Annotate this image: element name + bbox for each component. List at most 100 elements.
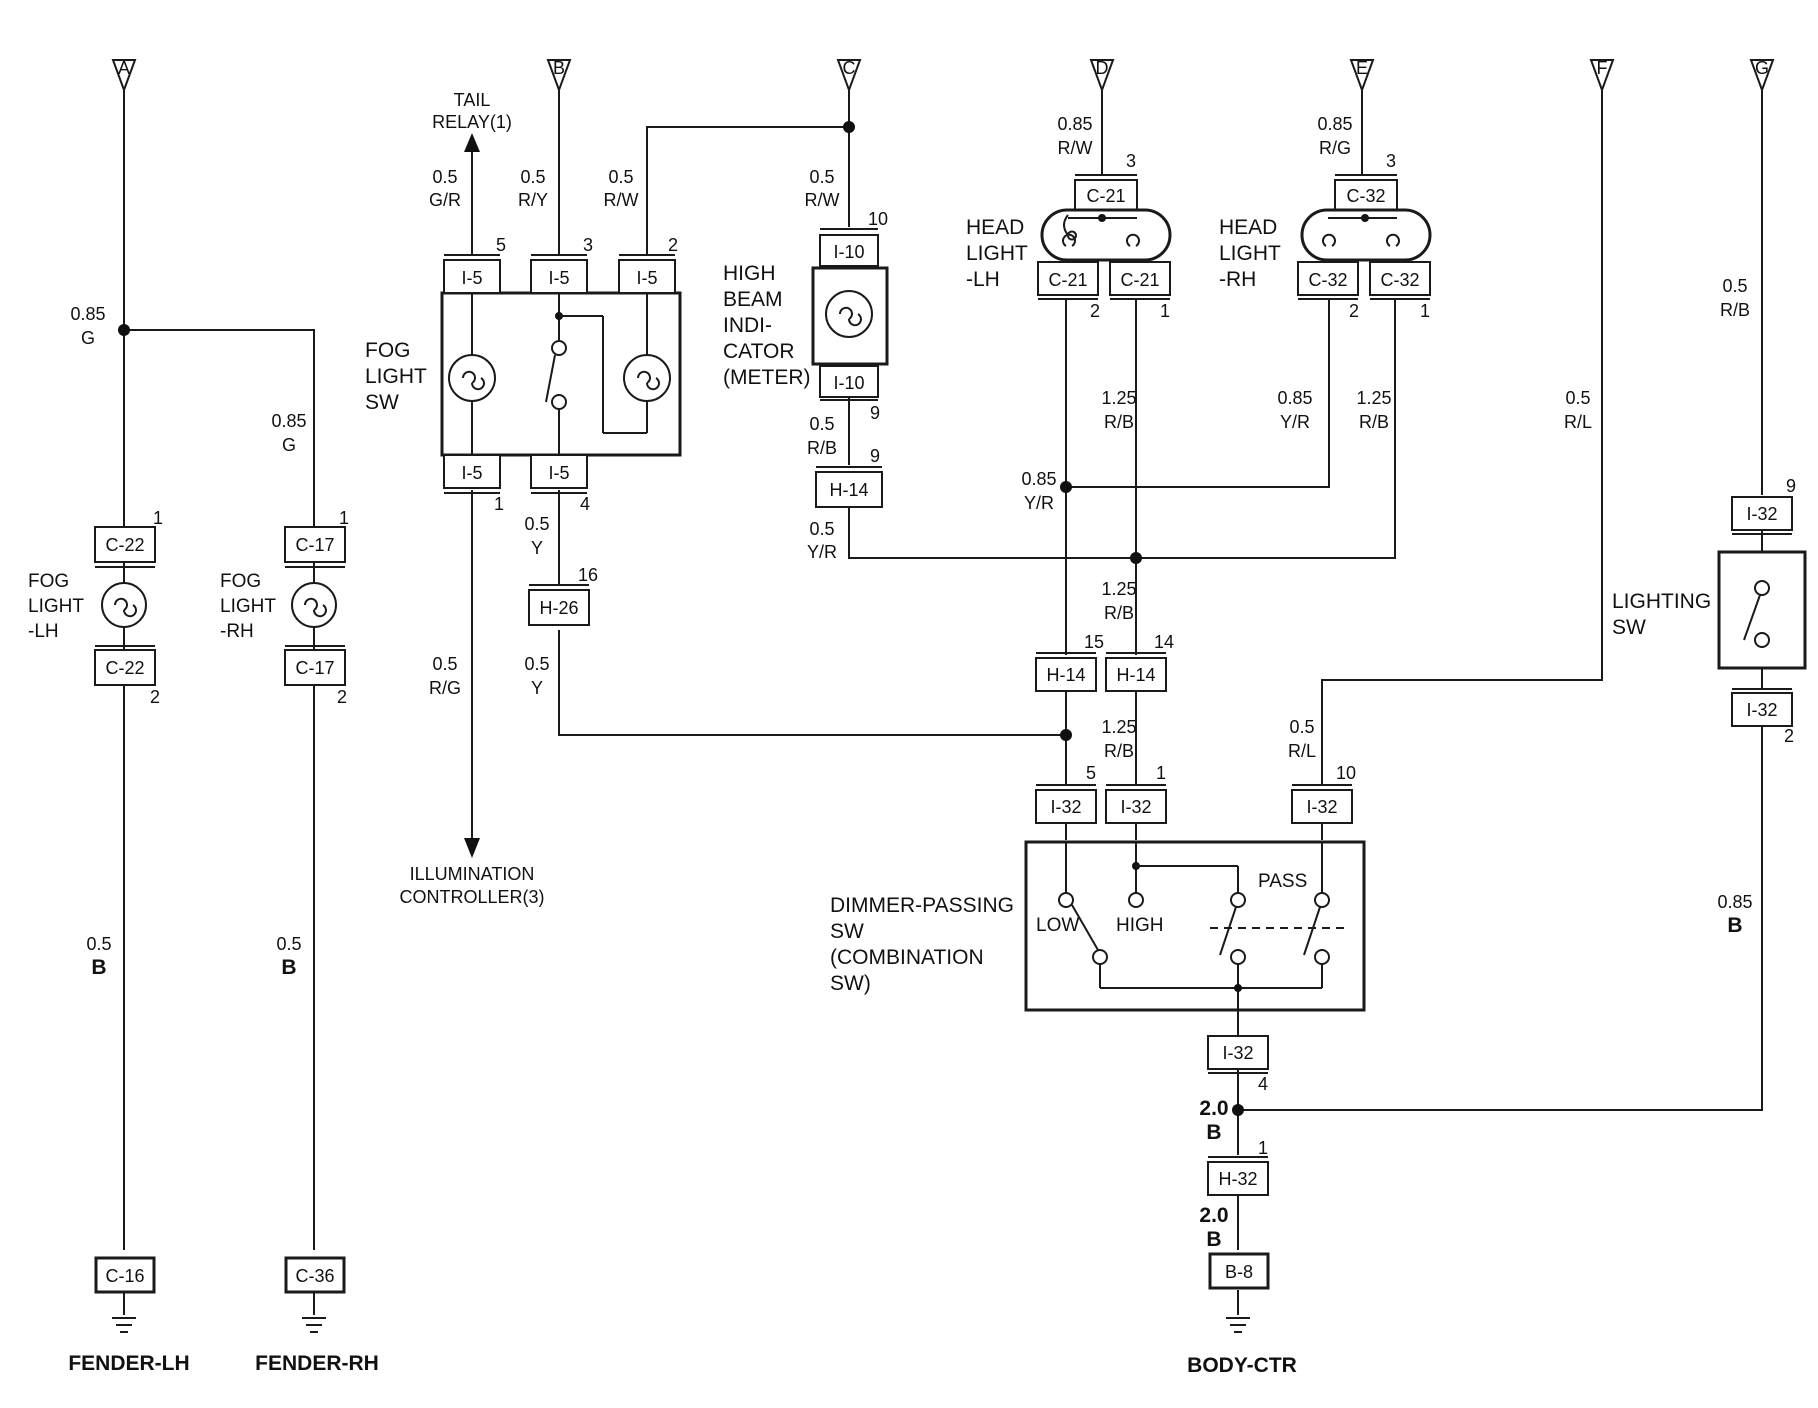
pin-c22-2: 2: [150, 687, 160, 707]
fog-rh-bottom-connector: C-17: [295, 658, 334, 678]
pin-c21-1: 1: [1160, 301, 1170, 321]
fog-sw-label-3: SW: [365, 391, 399, 414]
wire-brh-gauge: 0.5: [276, 934, 301, 954]
h26-connector: H-26: [528, 584, 590, 626]
h32: H-32: [1207, 1156, 1269, 1196]
i32-pin4: I-32: [1207, 1035, 1269, 1074]
wire-a-color: G: [81, 328, 95, 348]
pin-h32-1: 1: [1258, 1138, 1268, 1158]
head-rh-label-1: HEAD: [1219, 216, 1277, 239]
pin-i5-1: 1: [494, 494, 504, 514]
tail-relay-arrow: TAIL RELAY(1): [432, 90, 512, 152]
c32-pin1-connector: C-32: [1380, 270, 1419, 290]
pin-i32-10: 10: [1336, 763, 1356, 783]
pin-c22-1: 1: [153, 508, 163, 528]
ground-body-ctr: B-8 BODY-CTR: [1187, 1252, 1297, 1377]
wire-rb125d-color: R/B: [1104, 741, 1134, 761]
wire-gr-gauge: 0.5: [432, 167, 457, 187]
wire-rb125a-color: R/B: [1104, 412, 1134, 432]
head-rh-label-2: LIGHT: [1219, 242, 1281, 265]
wire-rb125c-gauge: 1.25: [1101, 579, 1136, 599]
lighting-switch: I-32 I-32 LIGHTING SW: [1612, 496, 1807, 727]
pin-h14-9: 9: [870, 446, 880, 466]
head-lh-label-2: LIGHT: [966, 242, 1028, 265]
fender-rh-label: FENDER-RH: [255, 1352, 379, 1375]
b8-connector: B-8: [1225, 1262, 1253, 1282]
wire-rl-f-color: R/L: [1564, 412, 1592, 432]
i32-pin10-connector: I-32: [1306, 797, 1337, 817]
high-beam-label-2: BEAM: [723, 288, 783, 311]
illumination-arrow: ILLUMINATION CONTROLLER(3): [399, 838, 545, 907]
head-light-lh: C-21 C-21 C-21 HEAD LIGHT -LH: [966, 174, 1172, 300]
terminal-a-label: A: [118, 58, 130, 78]
wire-b085-gauge: 0.85: [1717, 892, 1752, 912]
pin-c32-2: 2: [1349, 301, 1359, 321]
tail-relay-label-1: TAIL: [454, 90, 491, 110]
wire-brh-color: B: [281, 956, 296, 979]
pin-i5-2: 2: [668, 235, 678, 255]
ground-fender-rh: C-36 FENDER-RH: [255, 1256, 379, 1375]
wire-b085-color: B: [1727, 914, 1742, 937]
fog-rh-label-1: FOG: [220, 571, 261, 592]
wire-rw085-color: R/W: [1058, 138, 1093, 158]
dimmer-label-4: SW): [830, 972, 871, 995]
terminal-d-label: D: [1096, 58, 1109, 78]
c21-pin1-connector: C-21: [1120, 270, 1159, 290]
wire-b20b-gauge: 2.0: [1199, 1204, 1228, 1227]
wire-y2-color: Y: [531, 678, 543, 698]
terminal-a: A: [111, 58, 137, 93]
wire-yr-meter-color: Y/R: [807, 542, 837, 562]
junction-dots: [118, 121, 1244, 1116]
head-rh-label-3: -RH: [1219, 268, 1256, 291]
terminal-e-label: E: [1356, 58, 1368, 78]
i10-bottom-connector: I-10: [833, 373, 864, 393]
i5-pin5-connector: I-5: [461, 268, 482, 288]
wire-gr-color: G/R: [429, 190, 461, 210]
wire-rb-meter-gauge: 0.5: [809, 414, 834, 434]
h14-pin15-connector: H-14: [1046, 665, 1085, 685]
wire-rb125b-color: R/B: [1359, 412, 1389, 432]
pin-i10-9: 9: [870, 403, 880, 423]
terminal-e: E: [1349, 58, 1375, 93]
h32-connector: H-32: [1218, 1169, 1257, 1189]
fog-sw-label-2: LIGHT: [365, 365, 427, 388]
pin-i32-2: 2: [1784, 726, 1794, 746]
c32-pin2-connector: C-32: [1308, 270, 1347, 290]
wire-rb125a-gauge: 1.25: [1101, 388, 1136, 408]
c16-connector: C-16: [105, 1266, 144, 1286]
wire-y1-color: Y: [531, 538, 543, 558]
dimmer-label-1: DIMMER-PASSING: [830, 894, 1014, 917]
terminal-f-label: F: [1597, 58, 1608, 78]
pin-h26-16: 16: [578, 565, 598, 585]
wire-rg085-color: R/G: [1319, 138, 1351, 158]
i32-top-row: I-32 I-32 I-32: [1035, 784, 1353, 824]
illumination-label-2: CONTROLLER(3): [399, 887, 544, 907]
wire-rb-g-gauge: 0.5: [1722, 276, 1747, 296]
wire-rg085-gauge: 0.85: [1317, 114, 1352, 134]
terminal-f: F: [1589, 58, 1615, 93]
fog-lh-label-1: FOG: [28, 571, 69, 592]
ground-fender-lh: C-16 FENDER-LH: [68, 1256, 190, 1375]
high-beam-label-5: (METER): [723, 366, 811, 389]
i5-pin4-connector: I-5: [548, 463, 569, 483]
head-lh-label-1: HEAD: [966, 216, 1024, 239]
high-beam-label-1: HIGH: [723, 262, 776, 285]
wire-yr085a-gauge: 0.85: [1277, 388, 1312, 408]
dimmer-label-3: (COMBINATION: [830, 946, 984, 969]
pin-c17-2: 2: [337, 687, 347, 707]
wire-ry-gauge: 0.5: [520, 167, 545, 187]
pin-i5-4: 4: [580, 494, 590, 514]
fog-rh-top-connector: C-17: [295, 535, 334, 555]
terminal-c-label: C: [843, 58, 856, 78]
head-lh-label-3: -LH: [966, 268, 1000, 291]
fog-light-rh: C-17 C-17 FOG LIGHT -RH: [220, 526, 346, 686]
fog-rh-label-2: LIGHT: [220, 596, 276, 617]
wire-rb125b-gauge: 1.25: [1356, 388, 1391, 408]
fog-rh-label-3: -RH: [220, 621, 254, 642]
i32-pin1-connector: I-32: [1120, 797, 1151, 817]
pin-c21-3: 3: [1126, 151, 1136, 171]
wire-rg-gauge: 0.5: [432, 654, 457, 674]
pin-c32-1: 1: [1420, 301, 1430, 321]
pin-c32-3: 3: [1386, 151, 1396, 171]
